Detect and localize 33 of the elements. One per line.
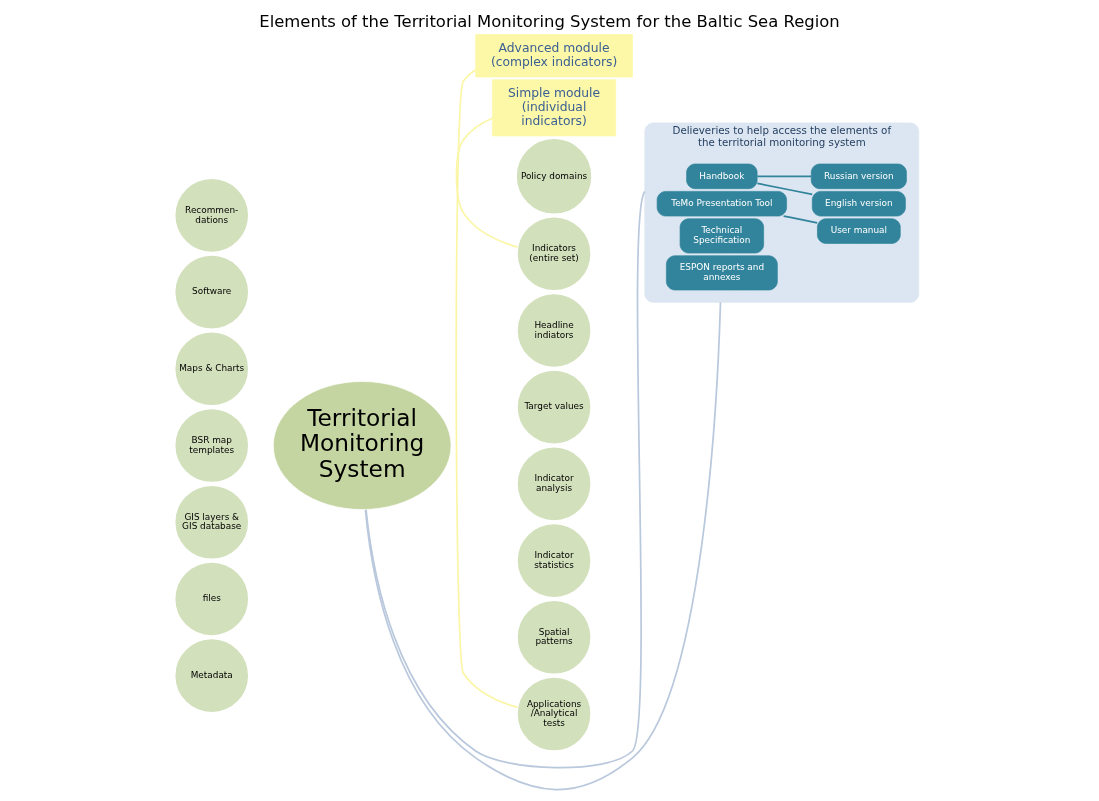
node-ellipse: Territorial Monitoring System [272,381,452,510]
node-box: TeMo Presentation Tool [656,191,787,217]
node-circle: Metadata [174,637,250,714]
node-circle: BSR map templates [174,407,250,484]
connector [782,215,819,224]
connector [455,117,519,248]
node-circle: GIS layers & GIS database [174,484,250,560]
node-box: ESPON reports and annexes [666,255,778,291]
node-circle: Indicator statistics [516,522,592,599]
node-circle: Target values [516,369,592,445]
node-circle: Indicator analysis [516,446,592,522]
node-box: Technical Specification [679,218,764,254]
connector [364,301,722,791]
connector [756,182,814,196]
node-circle: Spatial patterns [516,599,592,675]
node-box: User manual [817,218,901,244]
node-circle: Indicators (entire set) [516,216,592,292]
connector [756,175,813,178]
node-box: Handbook [686,163,758,189]
node-circle: files [174,561,250,637]
diagram-title: Elements of the Territorial Monitoring System for the Baltic Sea Region [259,12,840,32]
connector [365,190,646,769]
node-box: English version [811,191,906,217]
node-circle: Maps & Charts [174,331,250,407]
node-box: Advanced module (complex indicators) [475,34,633,78]
connector [455,68,519,709]
node-box: Simple module (individual indicators) [492,79,617,137]
node-box: Russian version [810,163,907,189]
node-circle: Recommen- dations [174,177,250,254]
node-circle: Policy domains [515,137,593,215]
node-circle: Software [174,254,250,330]
node-circle: Headline indiators [516,292,592,369]
node-circle: Applications /Analytical tests [516,676,592,752]
